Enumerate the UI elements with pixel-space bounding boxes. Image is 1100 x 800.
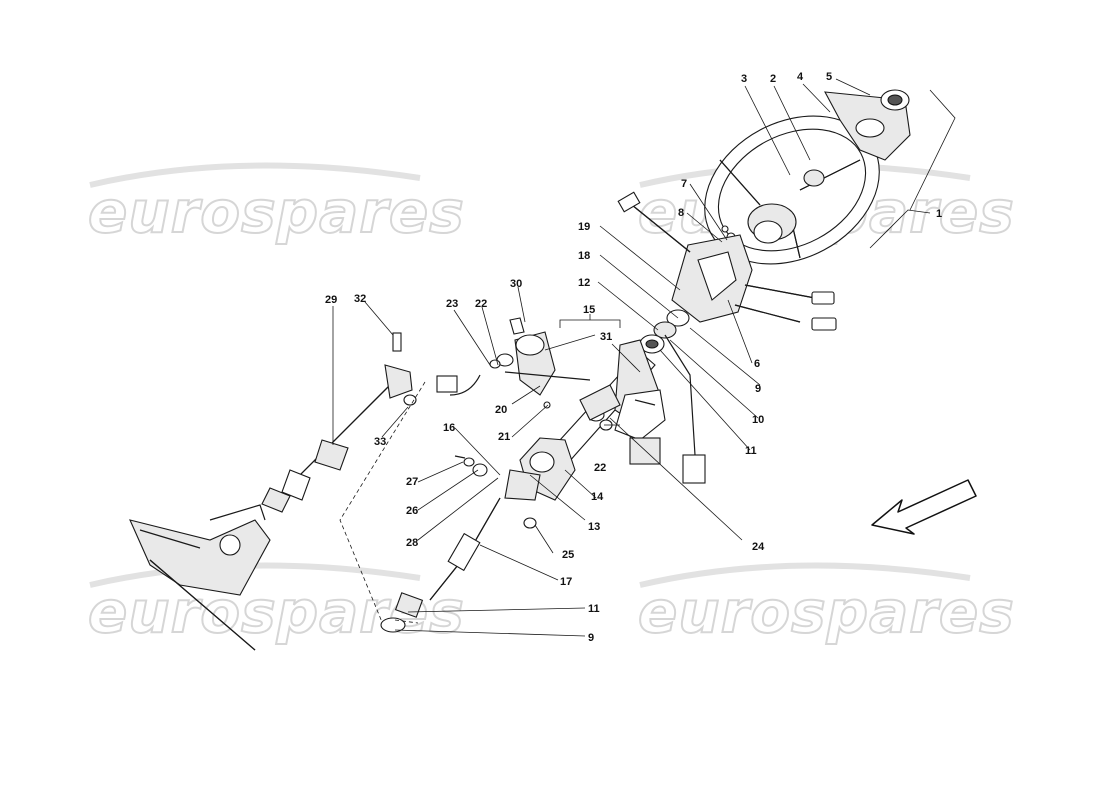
callout-23: 23: [446, 298, 458, 310]
callout-22-lower: 22: [594, 462, 606, 474]
callout-14: 14: [591, 491, 604, 503]
callout-28: 28: [406, 537, 418, 549]
watermark-text: eurospares: [88, 178, 465, 246]
column-switch-assembly: [617, 191, 837, 331]
steering-wheel: [704, 115, 880, 265]
callout-19: 19: [578, 221, 590, 233]
watermark-text: eurospares: [638, 578, 1015, 646]
callout-21: 21: [498, 431, 510, 443]
callout-2: 2: [770, 73, 776, 85]
horn-pad: [824, 89, 911, 161]
callout-9-lower: 9: [588, 632, 594, 644]
callout-7: 7: [681, 178, 687, 190]
callout-15: 15: [583, 304, 595, 316]
leader-lines: [332, 78, 956, 637]
watermark-swoosh: [89, 162, 421, 188]
callout-17: 17: [560, 576, 572, 588]
callout-11-upper: 11: [745, 445, 757, 457]
callout-24: 24: [752, 541, 765, 553]
callout-20: 20: [495, 404, 507, 416]
steering-rack: [129, 504, 271, 651]
callout-6: 6: [754, 358, 760, 370]
callout-22-upper: 22: [475, 298, 487, 310]
callout-1: 1: [936, 208, 942, 220]
callout-12: 12: [578, 277, 590, 289]
callout-labels: 1 2 3 4 5 6 7 8 9 9 10 11 11 12 13 14 15…: [325, 71, 942, 644]
arrow-down-left-icon: [871, 479, 977, 535]
callout-25: 25: [562, 549, 574, 561]
reference-dash-lines: [339, 381, 426, 624]
callout-5: 5: [826, 71, 832, 83]
callout-9-upper: 9: [755, 383, 761, 395]
callout-31: 31: [600, 331, 612, 343]
callout-26: 26: [406, 505, 418, 517]
ignition-lock: [436, 317, 591, 409]
intermediate-shaft: [261, 332, 417, 513]
callout-18: 18: [578, 250, 590, 262]
callout-10: 10: [752, 414, 764, 426]
lower-column: [380, 455, 541, 633]
callout-13: 13: [588, 521, 600, 533]
callout-29: 29: [325, 294, 337, 306]
steering-column-tube: [519, 334, 706, 501]
callout-16: 16: [443, 422, 455, 434]
callout-3: 3: [741, 73, 747, 85]
column-rings-upper: [639, 309, 690, 354]
callout-4: 4: [797, 71, 804, 83]
watermark-swoosh: [639, 562, 971, 588]
callout-32: 32: [354, 293, 366, 305]
callout-11-lower: 11: [588, 603, 600, 615]
callout-30: 30: [510, 278, 522, 290]
callout-33: 33: [374, 436, 386, 448]
callout-8: 8: [678, 207, 684, 219]
callout-27: 27: [406, 476, 418, 488]
